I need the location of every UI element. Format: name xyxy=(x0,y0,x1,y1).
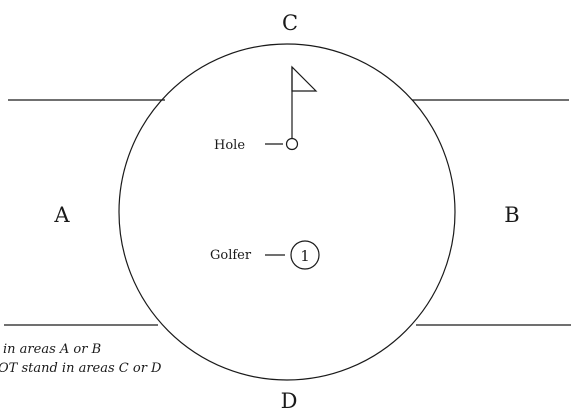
area-label-d: D xyxy=(281,389,298,412)
area-label-b: B xyxy=(504,203,519,227)
flag-icon xyxy=(285,65,318,151)
area-label-c: C xyxy=(282,11,298,35)
hole-label: Hole xyxy=(214,138,245,153)
golfer-number: 1 xyxy=(300,247,310,265)
hole-cup xyxy=(285,137,299,151)
area-label-a: A xyxy=(53,203,70,227)
golfer-marker-circle xyxy=(290,240,320,270)
note-line-2: OT stand in areas C or D xyxy=(0,361,162,376)
golfer-label: Golfer xyxy=(210,248,252,263)
flag-pennant xyxy=(291,65,318,92)
note-line-1: in areas A or B xyxy=(3,342,101,357)
green-circle xyxy=(118,43,456,381)
